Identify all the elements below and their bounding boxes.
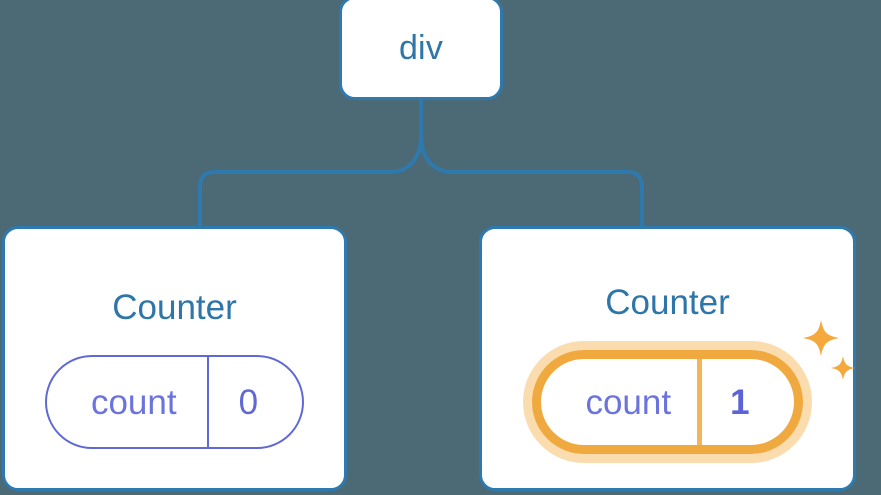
state-value-left: 0 bbox=[206, 357, 302, 447]
node-counter-left[interactable]: Counter count 0 bbox=[2, 226, 347, 491]
state-pill-wrapper-left: count 0 bbox=[44, 355, 305, 449]
state-key-right: count bbox=[585, 382, 672, 422]
node-counter-left-title: Counter bbox=[112, 288, 237, 327]
sparkles-group bbox=[802, 320, 855, 380]
node-div-label: div bbox=[398, 29, 444, 67]
sparkle-four-point-small-icon bbox=[830, 356, 855, 380]
node-counter-right[interactable]: Counter count 1 bbox=[479, 226, 856, 491]
state-pill-left[interactable]: count 0 bbox=[44, 355, 305, 449]
state-value-right: 1 bbox=[697, 359, 793, 445]
connector-to-left-child bbox=[198, 98, 423, 228]
connector-to-right-child bbox=[419, 98, 644, 228]
sparkle-four-point-icon bbox=[802, 320, 839, 356]
state-pill-right[interactable]: count 1 bbox=[532, 350, 803, 454]
state-key-left: count bbox=[90, 382, 177, 422]
state-pill-wrapper-right: count 1 bbox=[532, 320, 855, 454]
node-counter-right-title: Counter bbox=[605, 283, 730, 322]
node-div[interactable]: div bbox=[339, 0, 503, 100]
